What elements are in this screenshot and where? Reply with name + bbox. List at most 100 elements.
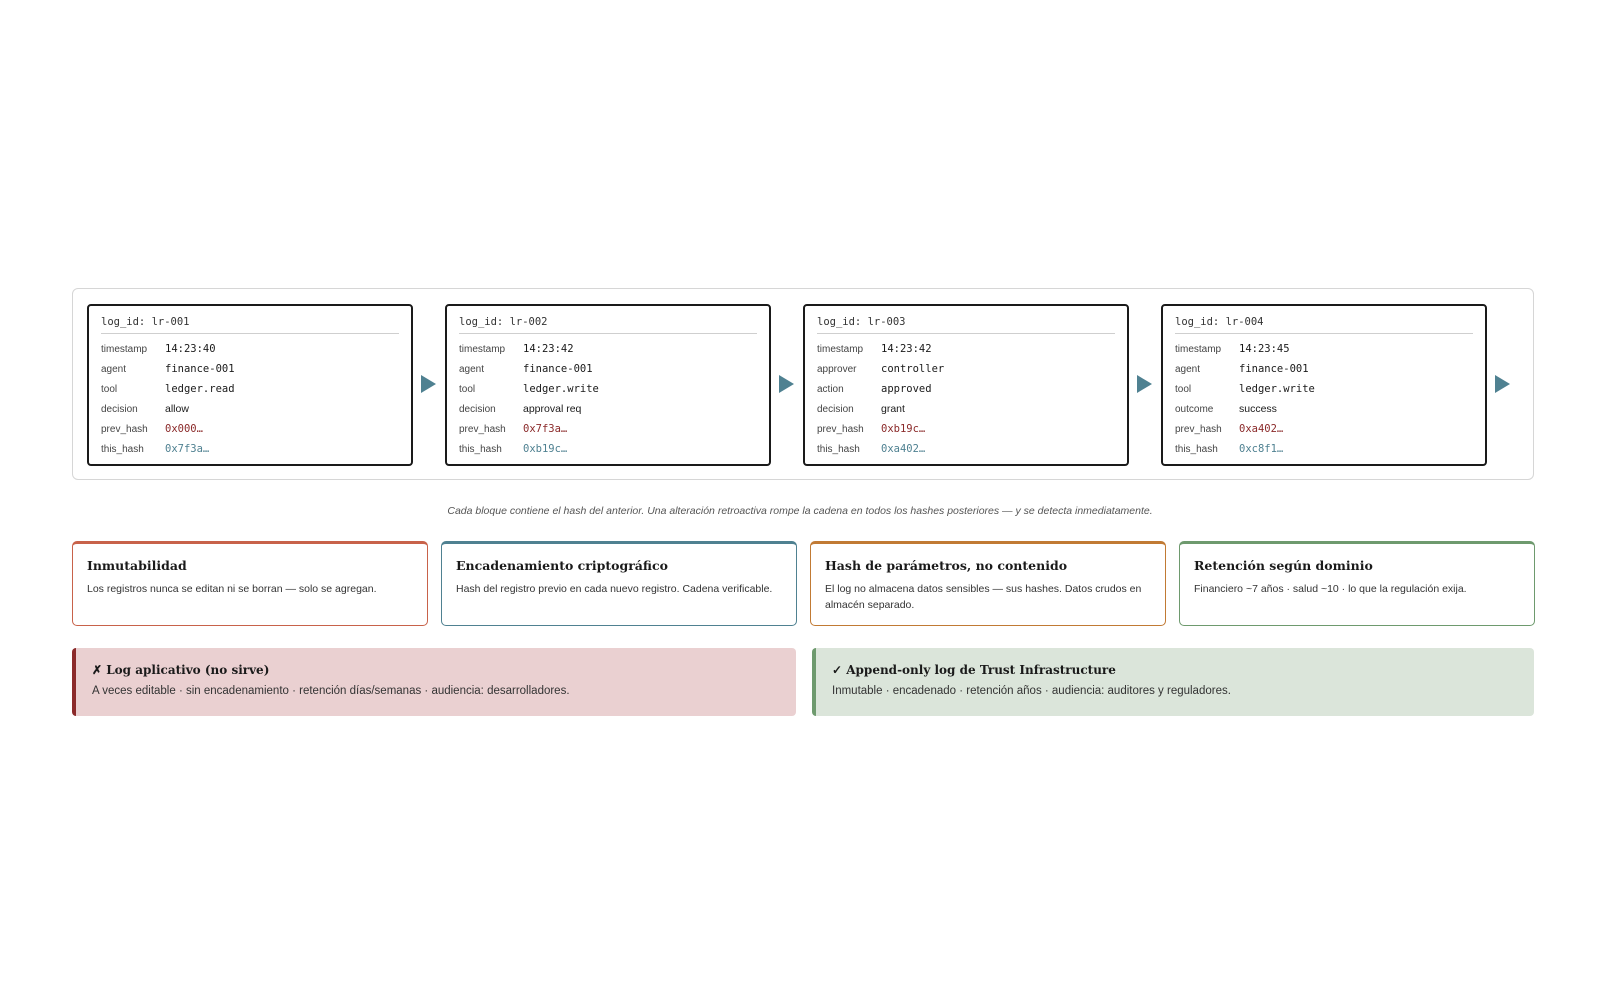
field-key: timestamp (817, 343, 864, 355)
hash-chain-panel: log_id: lr-001 timestamp 14:23:40 agent fi… (72, 288, 1534, 480)
log-block-lr-001: log_id: lr-001 timestamp 14:23:40 agent fi… (87, 304, 413, 466)
comparison-text: A veces editable · sin encadenamiento · … (92, 685, 570, 697)
field-value: ledger.write (523, 383, 599, 395)
property-title: Hash de parámetros, no contenido (825, 558, 1068, 573)
field-key: prev_hash (817, 423, 864, 435)
field-key: action (817, 383, 844, 395)
field-row: tool ledger.write (459, 379, 757, 399)
field-row: prev_hash 0xb19c… (817, 419, 1115, 439)
field-key: approver (817, 363, 857, 375)
this-hash-value: 0xc8f1… (1239, 443, 1284, 455)
field-value: controller (881, 363, 945, 375)
field-key: this_hash (817, 443, 860, 455)
field-row: outcome success (1175, 399, 1473, 419)
property-text: El log no almacena datos sensibles — sus… (825, 583, 1142, 611)
field-row: timestamp 14:23:42 (817, 339, 1115, 359)
field-row: this_hash 0xc8f1… (1175, 439, 1473, 459)
property-card-immutability: Inmutabilidad Los registros nunca se edi… (72, 541, 428, 626)
field-row: decision approval req (459, 399, 757, 419)
field-row: timestamp 14:23:42 (459, 339, 757, 359)
comparison-app-log: ✗ Log aplicativo (no sirve) A veces edit… (72, 648, 796, 716)
chain-arrow-icon (1137, 375, 1152, 393)
log-block-lr-004: log_id: lr-004 timestamp 14:23:45 agent fi… (1161, 304, 1487, 466)
property-text: Financiero ~7 años · salud ~10 · lo que … (1194, 583, 1467, 595)
field-value: 14:23:40 (165, 343, 216, 355)
field-value: grant (881, 403, 905, 415)
field-row: agent finance-001 (459, 359, 757, 379)
field-value: approval req (523, 403, 582, 415)
field-value: 14:23:42 (523, 343, 574, 355)
field-row: agent finance-001 (101, 359, 399, 379)
prev-hash-value: 0x7f3a… (523, 423, 568, 435)
field-value: finance-001 (523, 363, 593, 375)
chain-caption: Cada bloque contiene el hash del anterio… (447, 505, 1153, 517)
field-key: this_hash (1175, 443, 1218, 455)
this-hash-value: 0xa402… (881, 443, 926, 455)
log-block-lr-003: log_id: lr-003 timestamp 14:23:42 approve… (803, 304, 1129, 466)
field-row: this_hash 0xa402… (817, 439, 1115, 459)
field-key: outcome (1175, 403, 1214, 415)
comparison-title: ✓ Append-only log de Trust Infrastructur… (832, 663, 1116, 677)
field-row: prev_hash 0xa402… (1175, 419, 1473, 439)
prev-hash-value: 0xb19c… (881, 423, 926, 435)
property-text: Hash del registro previo en cada nuevo r… (456, 583, 773, 595)
comparison-append-only-log: ✓ Append-only log de Trust Infrastructur… (812, 648, 1534, 716)
field-value: finance-001 (165, 363, 235, 375)
property-card-chaining: Encadenamiento criptográfico Hash del re… (441, 541, 797, 626)
field-key: decision (459, 403, 496, 415)
field-key: timestamp (101, 343, 148, 355)
log-id: log_id: lr-001 (101, 316, 399, 334)
field-row: prev_hash 0x7f3a… (459, 419, 757, 439)
field-row: decision grant (817, 399, 1115, 419)
property-text: Los registros nunca se editan ni se borr… (87, 583, 377, 595)
this-hash-value: 0xb19c… (523, 443, 568, 455)
this-hash-value: 0x7f3a… (165, 443, 210, 455)
field-row: this_hash 0x7f3a… (101, 439, 399, 459)
field-key: tool (101, 383, 118, 395)
field-value: finance-001 (1239, 363, 1309, 375)
field-key: agent (1175, 363, 1201, 375)
property-card-retention: Retención según dominio Financiero ~7 añ… (1179, 541, 1535, 626)
field-value: allow (165, 403, 189, 415)
field-row: timestamp 14:23:40 (101, 339, 399, 359)
field-row: timestamp 14:23:45 (1175, 339, 1473, 359)
field-key: timestamp (1175, 343, 1222, 355)
field-value: ledger.write (1239, 383, 1315, 395)
field-key: agent (459, 363, 485, 375)
field-row: tool ledger.write (1175, 379, 1473, 399)
field-key: prev_hash (101, 423, 148, 435)
chain-arrow-icon (421, 375, 436, 393)
property-title: Encadenamiento criptográfico (456, 558, 668, 573)
comparison-title: ✗ Log aplicativo (no sirve) (92, 663, 270, 677)
field-value: 14:23:45 (1239, 343, 1290, 355)
comparison-text: Inmutable · encadenado · retención años … (832, 685, 1231, 697)
property-card-param-hash: Hash de parámetros, no contenido El log … (810, 541, 1166, 626)
log-id: log_id: lr-004 (1175, 316, 1473, 334)
field-row: this_hash 0xb19c… (459, 439, 757, 459)
field-key: timestamp (459, 343, 506, 355)
log-id: log_id: lr-002 (459, 316, 757, 334)
field-value: 14:23:42 (881, 343, 932, 355)
property-title: Retención según dominio (1194, 558, 1373, 573)
field-key: prev_hash (1175, 423, 1222, 435)
field-value: ledger.read (165, 383, 235, 395)
prev-hash-value: 0x000… (165, 423, 203, 435)
field-key: decision (101, 403, 138, 415)
log-id: log_id: lr-003 (817, 316, 1115, 334)
field-key: this_hash (101, 443, 144, 455)
field-row: decision allow (101, 399, 399, 419)
field-key: agent (101, 363, 127, 375)
field-key: tool (1175, 383, 1192, 395)
field-key: this_hash (459, 443, 502, 455)
chain-arrow-icon (1495, 375, 1510, 393)
field-row: approver controller (817, 359, 1115, 379)
field-key: tool (459, 383, 476, 395)
field-value: success (1239, 403, 1277, 415)
log-block-lr-002: log_id: lr-002 timestamp 14:23:42 agent fi… (445, 304, 771, 466)
field-row: prev_hash 0x000… (101, 419, 399, 439)
prev-hash-value: 0xa402… (1239, 423, 1284, 435)
chain-arrow-icon (779, 375, 794, 393)
field-key: decision (817, 403, 854, 415)
field-key: prev_hash (459, 423, 506, 435)
